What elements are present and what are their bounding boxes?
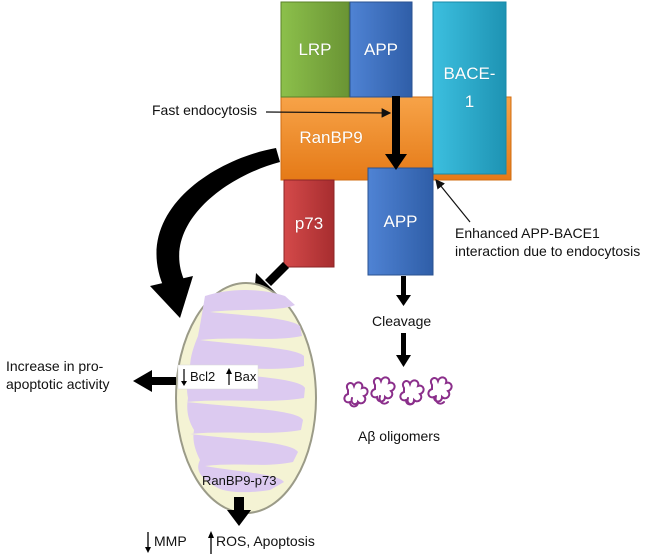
mmp-down-arrow-icon bbox=[145, 532, 151, 553]
bcl2-bax-box bbox=[177, 364, 259, 390]
lrp-box bbox=[280, 1, 350, 98]
enhanced-interaction-label: Enhanced APP-BACE1 interaction due to en… bbox=[455, 225, 640, 260]
app-top-label: APP bbox=[350, 2, 412, 97]
abeta-oligomers-label: Aβ oligomers bbox=[358, 428, 440, 444]
mitochondrion-output-arrow bbox=[227, 497, 251, 526]
app-bottom-label: APP bbox=[368, 168, 433, 275]
bax-label: Bax bbox=[234, 369, 257, 384]
fast-endocytosis-pointer bbox=[265, 108, 392, 118]
bace1-text-line1: BACE- bbox=[443, 64, 496, 83]
endocytosis-arrow bbox=[385, 96, 407, 170]
ranbp9-label: RanBP9 bbox=[281, 120, 381, 156]
enhanced-line1: Enhanced APP-BACE1 bbox=[455, 225, 600, 241]
bace1-text-line2: 1 bbox=[464, 92, 475, 111]
app-top-box bbox=[349, 1, 413, 98]
p73-label: p73 bbox=[284, 180, 334, 267]
increase-line1: Increase in pro- bbox=[6, 358, 104, 374]
mitochondrion-cristae bbox=[186, 290, 305, 493]
bace1-box bbox=[432, 1, 507, 175]
app-top-text: APP bbox=[363, 39, 399, 59]
pro-apoptotic-label: Increase in pro- apoptotic activity bbox=[6, 358, 110, 393]
cleavage-arrow-1 bbox=[396, 276, 411, 306]
cleavage-label: Cleavage bbox=[372, 313, 432, 329]
p73-text: p73 bbox=[294, 213, 324, 233]
abeta-oligomers-icon bbox=[343, 376, 453, 408]
down-arrow-icon bbox=[181, 369, 187, 386]
enhanced-interaction-pointer bbox=[435, 179, 471, 223]
up-arrow-icon bbox=[226, 368, 232, 385]
lrp-text: LRP bbox=[298, 39, 332, 59]
ranbp9-text: RanBP9 bbox=[299, 128, 363, 147]
mitochondrion-label: RanBP9-p73 bbox=[202, 473, 277, 488]
cleavage-arrow-2 bbox=[396, 333, 411, 367]
bcl2-label: Bcl2 bbox=[190, 369, 216, 384]
pro-apoptotic-arrow bbox=[133, 370, 176, 392]
increase-line2: apoptotic activity bbox=[6, 375, 110, 392]
app-bottom-text: APP bbox=[383, 211, 418, 231]
p73-box bbox=[283, 179, 335, 268]
lrp-label: LRP bbox=[281, 2, 349, 97]
bace1-label: BACE- 1 bbox=[433, 2, 506, 174]
app-bottom-box bbox=[367, 167, 434, 276]
mmp-label: MMP bbox=[154, 533, 187, 549]
curved-arrow-to-mitochondrion bbox=[150, 148, 280, 318]
enhanced-line2: interaction due to endocytosis bbox=[455, 242, 641, 259]
ros-apoptosis-label: ROS, Apoptosis bbox=[216, 533, 315, 549]
fast-endocytosis-label: Fast endocytosis bbox=[152, 102, 258, 118]
ros-up-arrow-icon bbox=[208, 531, 214, 554]
